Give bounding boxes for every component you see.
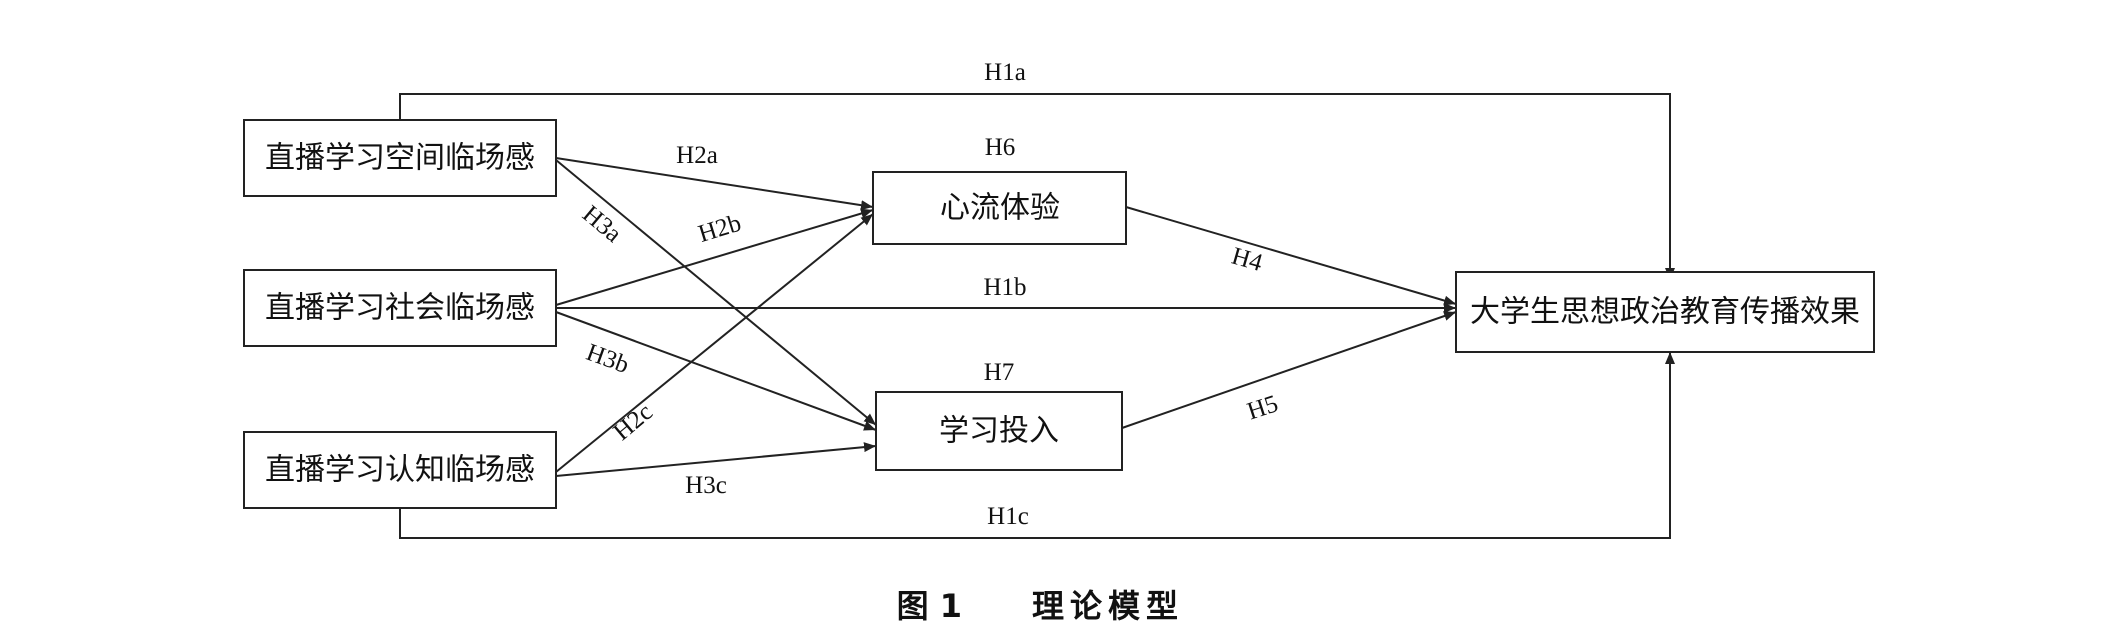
edge-h1c bbox=[399, 352, 1675, 539]
label-h3c: H3c bbox=[685, 472, 727, 499]
node-learning-engagement: 学习投入 bbox=[875, 391, 1123, 471]
label-h2a: H2a bbox=[676, 142, 718, 169]
label-h3a: H3a bbox=[577, 201, 626, 248]
edge-h4 bbox=[1125, 206, 1457, 306]
figure-number: 图 1 bbox=[897, 587, 962, 625]
label-h1a: H1a bbox=[984, 59, 1026, 86]
label-h3b: H3b bbox=[583, 339, 633, 379]
edges bbox=[399, 93, 1675, 539]
label-h6: H6 bbox=[985, 134, 1016, 161]
edge-h2b bbox=[555, 208, 874, 306]
label-h2c: H2c bbox=[609, 399, 658, 446]
node-cognitive-presence: 直播学习认知临场感 bbox=[243, 431, 557, 509]
label-h7: H7 bbox=[984, 359, 1015, 386]
node-social-presence-label: 直播学习社会临场感 bbox=[265, 291, 535, 326]
label-h5: H5 bbox=[1244, 390, 1281, 425]
edge-h5 bbox=[1121, 311, 1457, 429]
label-h2b: H2b bbox=[695, 210, 744, 248]
node-communication-effect-label: 大学生思想政治教育传播效果 bbox=[1470, 295, 1860, 330]
label-h4: H4 bbox=[1229, 243, 1266, 278]
node-flow-experience: 心流体验 bbox=[872, 171, 1127, 245]
edge-h3c bbox=[555, 442, 877, 477]
edge-h2a bbox=[555, 157, 874, 211]
node-flow-experience-label: 心流体验 bbox=[940, 191, 1060, 226]
node-spatial-presence: 直播学习空间临场感 bbox=[243, 119, 557, 197]
figure-title: 理论模型 bbox=[1032, 587, 1184, 625]
node-cognitive-presence-label: 直播学习认知临场感 bbox=[265, 453, 535, 488]
node-communication-effect: 大学生思想政治教育传播效果 bbox=[1455, 271, 1875, 353]
edge-h1a bbox=[399, 93, 1675, 280]
label-h1b: H1b bbox=[983, 274, 1026, 301]
node-spatial-presence-label: 直播学习空间临场感 bbox=[265, 141, 535, 176]
label-h1c: H1c bbox=[987, 503, 1029, 530]
node-social-presence: 直播学习社会临场感 bbox=[243, 269, 557, 347]
figure-caption: 图 1 理论模型 bbox=[897, 587, 1184, 625]
edge-h3b bbox=[555, 311, 877, 431]
edge-h3a bbox=[555, 159, 877, 426]
node-learning-engagement-label: 学习投入 bbox=[939, 414, 1059, 449]
edge-h2c bbox=[555, 213, 874, 473]
